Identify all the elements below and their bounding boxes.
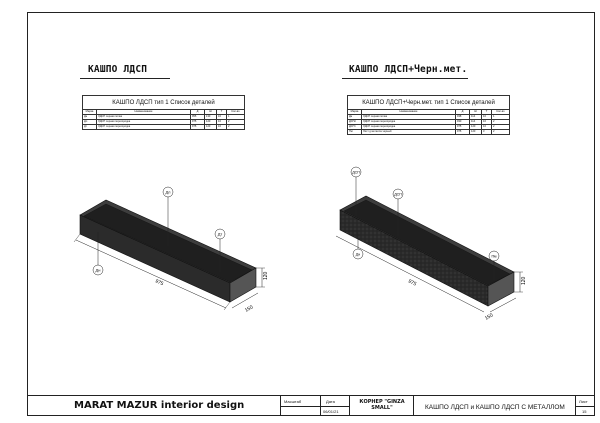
table-cell: 975	[455, 129, 470, 135]
dimension-width: 150	[244, 304, 254, 313]
title-block: MARAT MAZUR interior design Масштаб Дата…	[27, 395, 595, 416]
left-section-title: КАШПО ЛДСП	[88, 64, 148, 75]
callout-marker	[92, 264, 104, 276]
table-cell: 120	[204, 124, 217, 130]
table-cell: 16	[216, 124, 227, 130]
date-value: 06/01/21	[323, 409, 339, 414]
left-table-caption: КАШПО ЛДСП тип 1 Список деталей	[82, 95, 245, 109]
callout-marker	[214, 228, 226, 240]
callout-label: Пм	[491, 255, 497, 259]
scale-label: Масштаб	[284, 399, 302, 404]
sheet-label: Лист	[579, 399, 588, 404]
dimension-length: 975	[407, 278, 417, 287]
callout-label: Дн	[356, 253, 360, 257]
dimension-height: 120	[521, 276, 527, 285]
table-cell: 2	[491, 129, 510, 135]
table-cell: 2	[226, 124, 245, 130]
table-row: Пм Лист g металла черный 975 120 3 2	[347, 129, 510, 135]
table-cell: 975	[190, 124, 205, 130]
dimension-length: 975	[154, 278, 164, 287]
date-label: Дата	[326, 399, 335, 404]
callout-label: ДСП	[352, 171, 360, 175]
callout-marker	[392, 188, 404, 200]
project-name: КОРНЕР "GINZA SMALL"	[359, 399, 405, 411]
right-section-title: КАШПО ЛДСП+Черн.мет.	[349, 64, 468, 75]
dimension-width: 150	[484, 312, 494, 321]
left-title-underline	[80, 78, 170, 79]
company-name: MARAT MAZUR interior design	[74, 400, 245, 411]
callout-label: ДСП	[394, 193, 402, 197]
sheet-number: 15	[582, 409, 587, 414]
callout-marker	[352, 248, 364, 260]
table-cell: Пм	[347, 129, 362, 135]
sheet-frame	[27, 12, 595, 416]
callout-marker	[488, 250, 500, 262]
box-interior	[343, 199, 511, 286]
right-table-caption: КАШПО ЛДСП+Черн.мет. тип 1 Список детале…	[347, 95, 510, 109]
right-spec-table: КАШПО ЛДСП+Черн.мет. тип 1 Список детале…	[347, 95, 510, 135]
callout-label: Дт	[218, 232, 223, 237]
callout-marker	[350, 166, 362, 178]
sheet-name: КАШПО ЛДСП и КАШПО ЛДСП С МЕТАЛЛОМ	[425, 404, 565, 411]
left-spec-table: КАШПО ЛДСП тип 1 Список деталей Марка На…	[82, 95, 245, 130]
right-planter-drawing: ДСП ДСП Дн Пм 975 120 150	[335, 166, 527, 322]
right-title-underline	[342, 78, 468, 79]
callout-label: Дн	[96, 268, 101, 273]
left-planter-drawing: Дл Дт Дн 975 120 150	[73, 186, 269, 314]
table-cell: 120	[469, 129, 482, 135]
table-cell: Лист g металла черный	[361, 129, 456, 135]
table-cell: ЛДСП черная перегородка	[96, 124, 191, 130]
table-cell: 3	[481, 129, 492, 135]
table-row: Дт ЛДСП черная перегородка 975 120 16 2	[82, 124, 245, 130]
dimension-height: 120	[263, 271, 269, 280]
callout-label: Дл	[165, 190, 171, 195]
callout-marker	[162, 186, 174, 198]
table-cell: Дт	[82, 124, 97, 130]
